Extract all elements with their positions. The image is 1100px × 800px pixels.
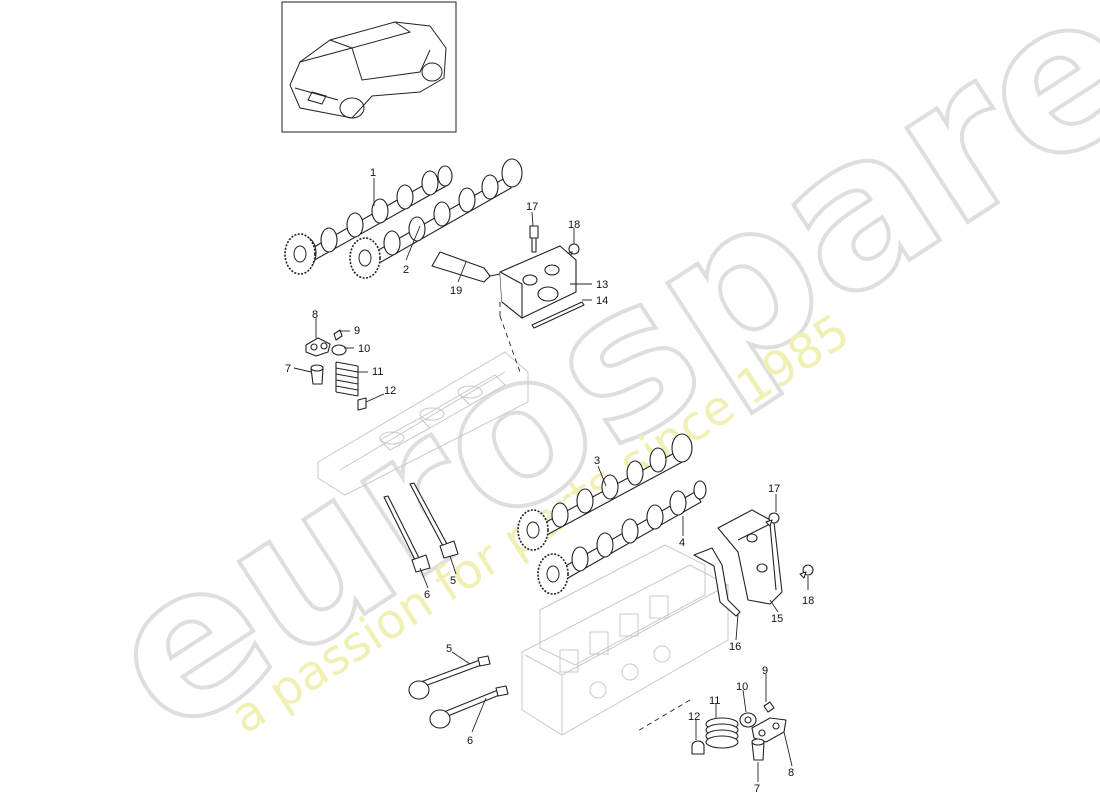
callout-8[interactable]: 8 bbox=[788, 767, 794, 779]
valve-lower-6[interactable] bbox=[429, 685, 509, 729]
callout-9[interactable]: 9 bbox=[354, 325, 360, 337]
callout-18[interactable]: 18 bbox=[802, 595, 814, 607]
suv-icon bbox=[289, 21, 447, 119]
rocker-arm-upper[interactable] bbox=[305, 337, 331, 357]
callout-10[interactable]: 10 bbox=[736, 681, 748, 693]
callout-11[interactable]: 11 bbox=[372, 366, 383, 378]
valve-upper-5[interactable] bbox=[409, 482, 459, 559]
cylinder-head-lower bbox=[521, 544, 729, 736]
callout-9[interactable]: 9 bbox=[762, 665, 768, 677]
callout-5[interactable]: 5 bbox=[450, 575, 456, 587]
valve-upper-6[interactable] bbox=[383, 495, 431, 573]
callout-3[interactable]: 3 bbox=[594, 455, 600, 467]
callout-7[interactable]: 7 bbox=[285, 363, 291, 375]
callout-6[interactable]: 6 bbox=[424, 589, 430, 601]
callout-19[interactable]: 19 bbox=[450, 285, 462, 297]
hydraulic-lifter-upper[interactable] bbox=[310, 364, 324, 385]
camshaft-intake-upper[interactable] bbox=[284, 165, 453, 275]
gasket[interactable] bbox=[693, 547, 741, 617]
sealant-tube[interactable] bbox=[431, 251, 501, 283]
camshaft-intake-lower[interactable] bbox=[517, 433, 693, 551]
valve-stem-seal-lower[interactable] bbox=[691, 740, 705, 755]
valve-stem-seal-upper[interactable] bbox=[357, 397, 367, 411]
callout-4[interactable]: 4 bbox=[679, 537, 685, 549]
valve-spring-lower[interactable] bbox=[705, 717, 739, 749]
watermark: eurospares a passion for parts since 198… bbox=[65, 0, 1100, 783]
leader-lines bbox=[293, 178, 809, 782]
callout-17[interactable]: 17 bbox=[768, 483, 780, 495]
bolt-upper-17[interactable] bbox=[529, 225, 539, 253]
valve-keeper-upper[interactable] bbox=[333, 329, 343, 341]
callout-2[interactable]: 2 bbox=[403, 264, 409, 276]
callout-7[interactable]: 7 bbox=[754, 783, 760, 795]
valve-lower-5[interactable] bbox=[408, 655, 491, 700]
camshaft-exhaust-lower[interactable] bbox=[537, 480, 707, 595]
assembly-lines bbox=[499, 302, 691, 733]
callout-12[interactable]: 12 bbox=[384, 385, 396, 397]
callout-10[interactable]: 10 bbox=[358, 343, 370, 355]
spring-retainer-lower[interactable] bbox=[739, 712, 757, 728]
cylinder-head-upper bbox=[317, 351, 529, 496]
callout-13[interactable]: 13 bbox=[596, 279, 608, 291]
dowel-pin[interactable] bbox=[531, 301, 585, 329]
spring-retainer-upper[interactable] bbox=[331, 344, 347, 356]
callout-1[interactable]: 1 bbox=[370, 167, 376, 179]
callout-11[interactable]: 11 bbox=[709, 695, 720, 707]
hydraulic-lifter-lower[interactable] bbox=[751, 738, 765, 761]
callout-6[interactable]: 6 bbox=[467, 735, 473, 747]
valve-keeper-lower[interactable] bbox=[763, 701, 775, 713]
camshaft-bearing-cover[interactable] bbox=[717, 509, 783, 605]
vehicle-thumbnail[interactable] bbox=[281, 1, 457, 133]
rocker-arm-lower[interactable] bbox=[751, 717, 787, 743]
callout-labels: 1 2 17 18 19 13 14 8 9 10 7 11 12 3 4 6 … bbox=[285, 167, 814, 795]
callout-16[interactable]: 16 bbox=[729, 641, 741, 653]
camshaft-bearing-bracket[interactable] bbox=[499, 245, 577, 319]
bolt-lower-17[interactable] bbox=[765, 512, 780, 527]
callout-17[interactable]: 17 bbox=[526, 201, 538, 213]
callout-8[interactable]: 8 bbox=[312, 309, 318, 321]
watermark-brand: eurospares bbox=[67, 0, 1100, 781]
valve-spring-upper[interactable] bbox=[335, 361, 359, 397]
callout-5[interactable]: 5 bbox=[446, 643, 452, 655]
callout-15[interactable]: 15 bbox=[771, 613, 783, 625]
callout-18[interactable]: 18 bbox=[568, 219, 580, 231]
bolt-lower-18[interactable] bbox=[799, 564, 814, 579]
callout-14[interactable]: 14 bbox=[596, 295, 608, 307]
callout-12[interactable]: 12 bbox=[688, 711, 700, 723]
camshaft-exhaust-upper[interactable] bbox=[349, 158, 523, 279]
